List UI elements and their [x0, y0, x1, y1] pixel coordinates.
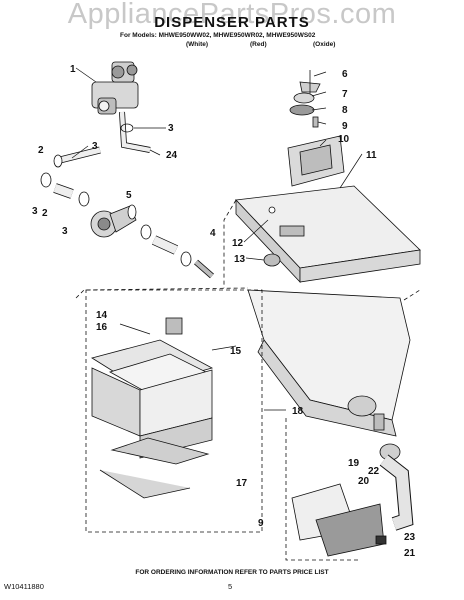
- callout-14: 14: [96, 310, 108, 321]
- callout-3b: 3: [92, 141, 98, 152]
- bellows-hose: [291, 443, 414, 557]
- callout-19: 19: [348, 458, 360, 469]
- callout-24: 24: [166, 150, 178, 161]
- dispenser-drawer: [91, 317, 214, 499]
- models-line: For Models: MHWE950WW02, MHWE950WR02, MH…: [120, 32, 315, 39]
- callout-16: 16: [96, 322, 108, 333]
- callout-17: 17: [236, 478, 248, 489]
- document-number: W10411880: [4, 582, 44, 591]
- callout-20: 20: [358, 476, 370, 487]
- models-prefix: For Models:: [120, 32, 157, 39]
- water-valve: [91, 61, 139, 115]
- color-oxide: (Oxide): [313, 41, 336, 48]
- color-white: (White): [186, 41, 209, 48]
- callout-3d: 3: [62, 226, 68, 237]
- callout-4: 4: [210, 228, 216, 239]
- callout-8: 8: [342, 105, 348, 116]
- callout-21: 21: [404, 548, 416, 559]
- callout-3c: 3: [32, 206, 38, 217]
- watermark: AppliancePartsPros.com: [67, 0, 397, 30]
- top-cluster: [287, 70, 345, 187]
- dispenser-top: [235, 185, 421, 284]
- callout-2a: 2: [38, 145, 44, 156]
- callout-1: 1: [70, 64, 76, 75]
- callout-15: 15: [230, 346, 242, 357]
- ordering-note: FOR ORDERING INFORMATION REFER TO PARTS …: [135, 569, 329, 576]
- page-title: DISPENSER PARTS: [154, 14, 310, 31]
- callout-9a: 9: [342, 121, 348, 132]
- callout-13: 13: [234, 254, 246, 265]
- callout-12: 12: [232, 238, 244, 249]
- callout-2b: 2: [42, 208, 48, 219]
- callout-22: 22: [368, 466, 380, 477]
- callout-5: 5: [126, 190, 132, 201]
- callout-11: 11: [366, 150, 377, 161]
- color-red: (Red): [250, 41, 267, 48]
- callout-labels: 1 2 2 3 3 3 3 4 5 6 7 8 9 9 10 11 12 13 …: [32, 64, 416, 559]
- page-number: 5: [228, 582, 233, 591]
- callout-18: 18: [292, 406, 304, 417]
- models-list: MHWE950WW02, MHWE950WR02, MHWE950WS02: [158, 32, 316, 39]
- callout-6: 6: [342, 69, 348, 80]
- dispenser-housing: [247, 289, 411, 437]
- callout-23: 23: [404, 532, 416, 543]
- callout-10: 10: [338, 134, 350, 145]
- callout-7: 7: [342, 89, 348, 100]
- callout-3a: 3: [168, 123, 174, 134]
- dispenser-fitting: [90, 204, 137, 238]
- callout-9b: 9: [258, 518, 264, 529]
